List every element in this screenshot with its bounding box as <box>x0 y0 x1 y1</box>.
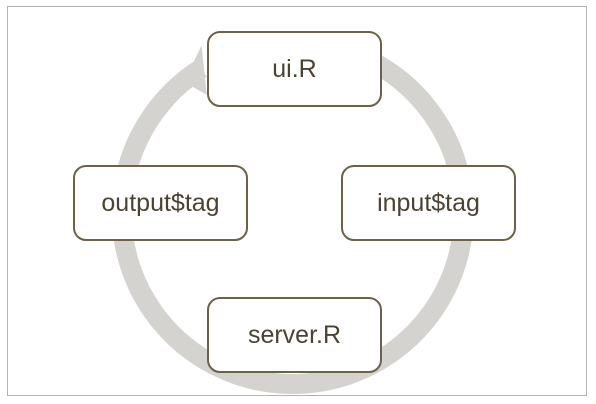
node-output-tag-label: output$tag <box>101 188 220 217</box>
node-server-r-label: server.R <box>247 320 342 349</box>
node-input-tag: input$tag <box>341 165 516 241</box>
node-output-tag: output$tag <box>73 165 248 241</box>
node-ui-r: ui.R <box>207 31 382 107</box>
node-ui-r-label: ui.R <box>272 54 317 83</box>
node-input-tag-label: input$tag <box>377 188 480 217</box>
cycle-arrow-head <box>183 45 207 95</box>
node-server-r: server.R <box>207 297 382 373</box>
